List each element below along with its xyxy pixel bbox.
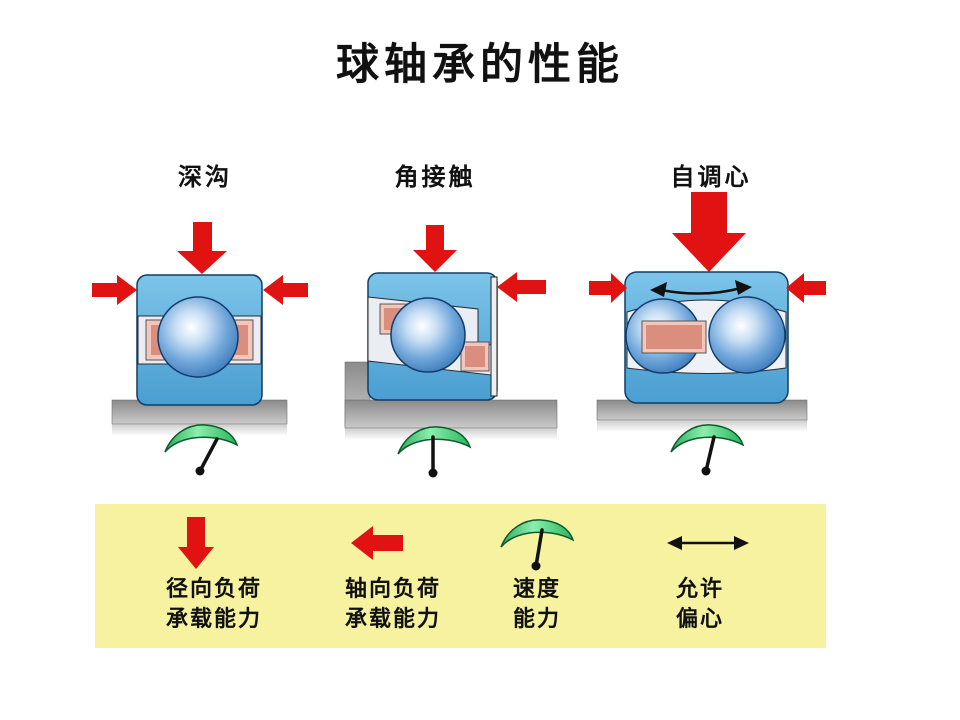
legend-label: 能力 — [512, 606, 561, 631]
misalignment-arc-arrow-icon — [650, 280, 752, 297]
axial-load-arrow-right-icon — [92, 275, 137, 305]
bearing-ball-right — [708, 296, 786, 374]
outer-ring-side-face — [490, 276, 498, 397]
speed-gauge-icon — [670, 424, 744, 476]
radial-load-arrow-down-icon — [672, 192, 746, 272]
axial-load-arrow-left-icon — [263, 275, 308, 305]
speed-gauge-icon — [397, 426, 471, 478]
speed-gauge-icon — [500, 519, 574, 571]
legend-label: 承载能力 — [344, 606, 441, 631]
legend-item-axial-load: 轴向负荷 承载能力 — [308, 512, 478, 634]
radial-load-arrow-down-icon — [178, 517, 214, 569]
legend-label: 轴向负荷 — [344, 576, 441, 601]
legend-label: 偏心 — [675, 606, 724, 631]
self-aligning-bearing-diagram — [589, 192, 826, 476]
inner-ring-lower-right — [460, 341, 490, 372]
axial-load-arrow-left-icon — [786, 273, 826, 303]
legend-label: 速度 — [512, 576, 561, 601]
deep-groove-bearing-diagram — [92, 222, 308, 476]
axial-load-arrow-left-icon — [351, 526, 403, 560]
gauge-needle — [704, 435, 716, 473]
gauge-pivot — [428, 468, 438, 478]
legend-item-eccentricity: 允许 偏心 — [615, 512, 785, 634]
radial-load-arrow-down-icon — [413, 225, 457, 272]
radial-load-arrow-down-icon — [177, 222, 227, 274]
bearing-label-deep-groove: 深沟 — [178, 165, 232, 191]
shaft-base — [344, 399, 558, 429]
axial-load-arrow-right-icon — [589, 273, 627, 303]
gauge-pivot — [195, 466, 205, 476]
legend-label: 径向负荷 — [165, 576, 262, 601]
gauge-needle — [198, 437, 219, 473]
legend-item-radial-load: 径向负荷 承载能力 — [129, 512, 299, 634]
legend-item-speed: 速度 能力 — [452, 512, 622, 634]
gauge-pivot — [701, 466, 711, 476]
axial-load-arrow-left-icon — [497, 272, 546, 302]
bearing-label-self-aligning: 自调心 — [670, 165, 752, 191]
legend-panel: 径向负荷 承载能力 轴向负荷 承载能力 — [95, 504, 826, 648]
legend-label: 承载能力 — [165, 606, 262, 631]
bearing-ball — [157, 296, 239, 378]
speed-gauge-icon — [164, 424, 238, 476]
angular-contact-bearing-diagram — [344, 225, 558, 478]
page-title: 球轴承的性能 — [336, 42, 624, 89]
bearing-label-angular-contact: 角接触 — [394, 165, 476, 191]
eccentricity-double-arrow-icon — [667, 536, 749, 550]
legend-label: 允许 — [675, 576, 724, 601]
inner-ring-shaft — [641, 320, 707, 354]
bearing-ball — [390, 297, 466, 373]
